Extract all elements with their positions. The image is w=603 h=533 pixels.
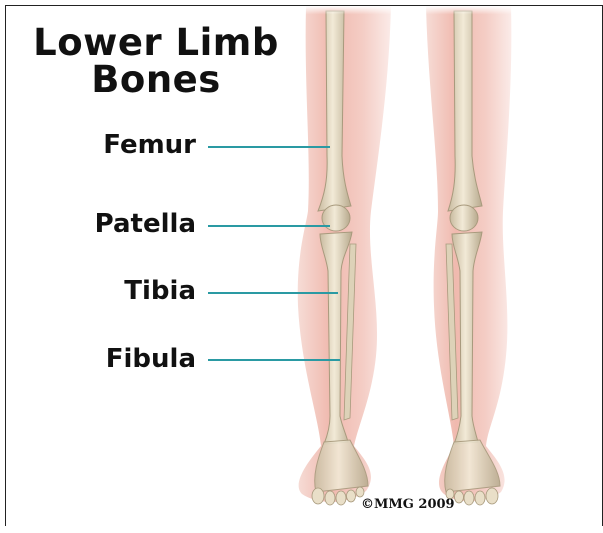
copyright-notice: ©MMG 2009	[361, 497, 455, 512]
diagram-title: Lower Limb Bones	[6, 24, 306, 98]
label-patella: Patella	[6, 209, 196, 239]
leader-line-patella	[208, 225, 330, 227]
label-tibia: Tibia	[6, 276, 196, 306]
title-line-2: Bones	[6, 61, 306, 98]
leader-line-fibula	[208, 359, 340, 361]
title-line-1: Lower Limb	[6, 24, 306, 61]
label-fibula: Fibula	[6, 344, 196, 374]
diagram-frame: Lower Limb Bones Femur Patella Tibia Fib…	[5, 5, 603, 526]
leader-line-femur	[208, 146, 330, 148]
left-leg	[298, 6, 391, 505]
leader-line-tibia	[208, 292, 338, 294]
right-leg	[426, 6, 511, 505]
label-femur: Femur	[6, 130, 196, 160]
